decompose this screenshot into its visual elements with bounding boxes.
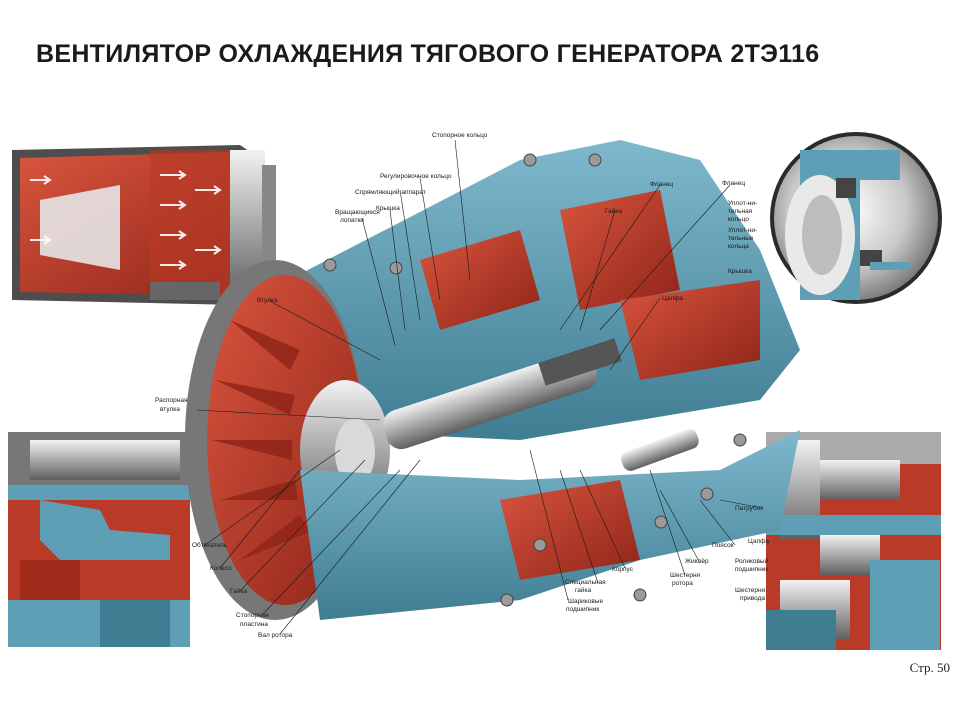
page-number: Стр. 50: [909, 660, 950, 675]
label-spetsialnaya-2: гайка: [575, 586, 591, 594]
label-val-rotora: Вал ротора: [258, 632, 293, 639]
label-uplot-5: тельные: [728, 235, 754, 242]
label-vrashchayushchiesya-1: Вращающиеся: [335, 209, 380, 216]
label-reguliruyushchee-kolco: Регулировочное кольцо: [380, 173, 452, 180]
label-stopornaya-1: Стопорная: [236, 612, 269, 619]
main-cutaway: [185, 140, 800, 620]
inset-left-bearing: [8, 432, 190, 647]
label-patrubok: Патрубок: [735, 504, 763, 512]
label-stopornoe-kolco: Стопорное кольцо: [432, 132, 488, 139]
label-kryshka-top: Крышка: [376, 205, 400, 212]
label-shesternya-rotora-2: ротора: [672, 580, 693, 587]
inset-airflow: [8, 140, 278, 308]
label-kryshka-right: Крышка: [728, 268, 752, 275]
part-labels: Стопорное кольцо Регулировочное кольцо С…: [155, 132, 769, 639]
label-shesternya-rotora-1: Шестерня: [670, 572, 701, 579]
label-spetsialnaya-1: Специальная: [565, 579, 606, 586]
label-gayka-bottom: Гайка: [230, 587, 247, 595]
label-uplot-4: Уплот-ни-: [728, 227, 757, 234]
label-uplot-1: Уплот-ни-: [728, 200, 757, 207]
inset-right-gear: [766, 432, 941, 650]
label-zhiklyor: Жиклёр: [685, 558, 709, 565]
inset-seal-detail: [770, 132, 942, 304]
label-rasporaya-1: Распорная: [155, 397, 188, 404]
label-shesternya-privoda-1: Шестерня: [735, 587, 766, 594]
label-vrashchayushchiesya-2: лопатки: [340, 217, 364, 224]
label-uplot-3: кольцо: [728, 216, 749, 223]
label-obtekatel: Обтекатель: [192, 541, 228, 549]
label-rolikovyy-2: подшипник: [735, 566, 768, 573]
label-sharikovye-2: подшипник: [566, 606, 599, 613]
label-tsapfa-right: Цапфа: [748, 538, 769, 545]
label-tsapfa-mid: Цапфа: [662, 295, 683, 302]
label-flanets-right: Фланец: [722, 180, 745, 187]
label-flanets-mid: Фланец: [650, 181, 673, 188]
leader-lines: [196, 139, 763, 635]
label-rasporaya-2: втулка: [160, 406, 180, 413]
label-sharikovye-1: Шариковые: [568, 598, 603, 605]
label-stopornaya-2: пластина: [240, 621, 268, 628]
label-uplot-2: тельная: [728, 208, 753, 215]
label-koleso: Колесо: [210, 565, 232, 572]
label-shesternya-privoda-2: привода: [740, 595, 765, 602]
label-rolikovyy-1: Роликовый: [735, 557, 769, 565]
label-korpus: Корпус: [612, 566, 634, 573]
label-spryamlyayushchiy-apparat: Спрямляющий аппарат: [355, 188, 426, 196]
label-gayka-top: Гайка: [605, 207, 622, 215]
diagram-title: ВЕНТИЛЯТОР ОХЛАЖДЕНИЯ ТЯГОВОГО ГЕНЕРАТОР…: [36, 40, 820, 68]
label-uplot-6: кольца: [728, 243, 749, 250]
label-poyasok: Поясок: [712, 542, 734, 549]
label-vtulka: Втулка: [257, 297, 278, 304]
